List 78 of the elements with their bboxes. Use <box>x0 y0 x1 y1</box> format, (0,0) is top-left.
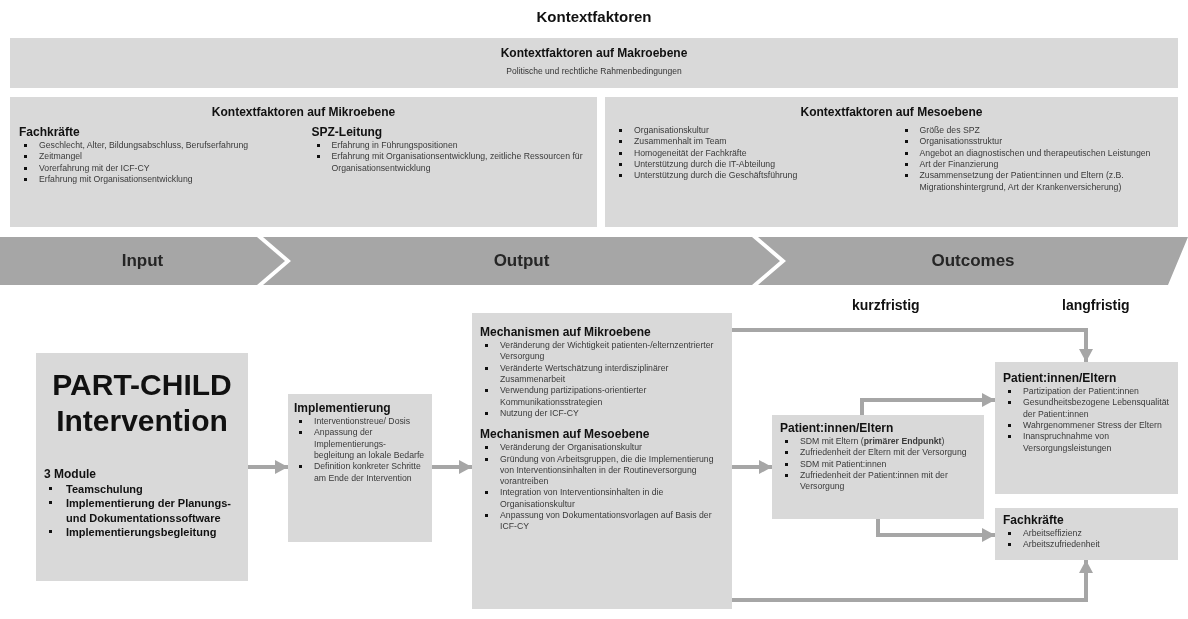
bullet-item: Erfahrung mit Organisationsentwicklung <box>19 173 296 186</box>
stage-label: Output <box>493 251 550 271</box>
content-box <box>995 362 1178 494</box>
content-box <box>995 508 1178 560</box>
chevron-band <box>0 237 285 285</box>
arrow <box>432 460 472 474</box>
bullet-item: Definition konkreter Schritte am Ende der Intervention <box>294 461 426 484</box>
bullet-item: Teamschulung <box>44 482 240 497</box>
bullet-item: Anpassung der Implementierungs-begleitung an lokale Bedarfe <box>294 427 426 462</box>
bullet-item: Größe des SPZ <box>899 125 1169 137</box>
bullet-item: Homogeneität der Fachkräfte <box>614 147 884 159</box>
bullet-item: Zufriedenheit der Patient:innen mit der Versorgung <box>780 469 976 493</box>
bullet-item: Arbeitszufriedenheit <box>1003 539 1170 551</box>
bullet-item: Zusammensetzung der Patient:innen und Eltern (z.B. Migrationshintergrund, Art der Krankenversicherung) <box>899 170 1169 193</box>
bullet-item: Nutzung der ICF-CY <box>480 407 724 420</box>
bullet-item: Angebot an diagnostischen und therapeutischen Leistungen <box>899 147 1169 159</box>
bullet-item: Implementierung der Planungs- und Dokumentationssoftware <box>44 496 240 525</box>
bullet-item: Erfahrung mit Organisationsentwicklung, zeitliche Ressourcen für Organisationsentwicklung <box>311 151 588 174</box>
bullet-item: Art der Finanzierung <box>899 158 1169 171</box>
arrow <box>732 560 1093 602</box>
chevron-band <box>758 237 1188 285</box>
intervention-title: PART-CHILD Intervention <box>51 367 233 439</box>
box-heading: Kontextfaktoren auf Mesoebene <box>800 105 983 119</box>
bullet-item: Erfahrung in Führungspositionen <box>311 140 588 152</box>
stage-label: Outcomes <box>931 251 1015 271</box>
bullet-item: Organisationskultur <box>614 125 884 137</box>
bullet-item: Veränderung der Wichtigkeit patienten-/elternzentrierter Versorgung <box>480 340 724 363</box>
bullet-item: SDM mit Patient:innen <box>780 458 976 470</box>
bullet-item: Implementierungsbegleitung <box>44 524 240 540</box>
section-heading: Mechanismen auf Mesoebene <box>480 427 650 442</box>
content-box <box>10 97 597 227</box>
diagram-title: Kontextfaktoren <box>536 8 652 25</box>
bullet-item: Arbeitseffizienz <box>1003 528 1170 540</box>
arrow <box>248 460 288 474</box>
bullet-item: Partizipation der Patient:innen <box>1003 386 1170 398</box>
content-box <box>36 353 248 581</box>
bullet-item: Gesundheitsbezogene Lebensqualität der Patient:innen <box>1003 397 1170 420</box>
bullet-item: Organisationsstruktur <box>899 136 1169 148</box>
content-box <box>772 415 984 519</box>
stage-label: Input <box>121 251 164 271</box>
bullet-item: Unterstützung durch die Geschäftsführung <box>614 170 884 182</box>
note-text: Politische und rechtliche Rahmenbedingungen <box>506 66 682 76</box>
timeframe-label: langfristig <box>1062 297 1130 313</box>
section-heading: SPZ-Leitung <box>311 125 383 139</box>
bullet-item: Inanspruchnahme von Versorgungsleistungen <box>1003 431 1170 454</box>
content-box <box>605 97 1178 227</box>
bullet-item: Integration von Interventionsinhalten in die Organisationskultur <box>480 487 724 511</box>
bullet-item: Veränderung der Organisationskultur <box>480 442 724 454</box>
section-heading: Patient:innen/Eltern <box>1003 371 1117 385</box>
bullet-item: Anpassung von Dokumentationsvorlagen auf Basis der ICF-CY <box>480 510 724 533</box>
bullet-item: Veränderte Wertschätzung interdisziplinärer Zusammenarbeit <box>480 362 724 386</box>
section-heading: 3 Module <box>44 467 96 481</box>
bullet-item: Vorerfahrung mit der ICF-CY <box>19 162 296 174</box>
section-heading: Patient:innen/Eltern <box>780 421 894 435</box>
section-heading: Mechanismen auf Mikroebene <box>480 325 651 339</box>
bullet-item: Zusammenhalt im Team <box>614 136 884 148</box>
timeframe-label: kurzfristig <box>852 297 920 313</box>
arrow <box>860 393 995 415</box>
content-box <box>10 38 1178 88</box>
box-heading: Kontextfaktoren auf Mikroebene <box>211 105 396 119</box>
bullet-item: Gründung von Arbeitsgruppen, die die Implementierung von Interventionsinhalten in der Routineversorgung vorantreiben <box>480 453 724 488</box>
bullet-item: Unterstützung durch die IT-Abteilung <box>614 158 884 171</box>
section-heading: Fachkräfte <box>19 125 80 139</box>
bullet-item: Zeitmangel <box>19 151 296 163</box>
arrow <box>732 460 772 474</box>
bullet-item: Zufriedenheit der Eltern mit der Versorgung <box>780 447 976 459</box>
section-heading: Implementierung <box>294 401 391 415</box>
arrow <box>876 519 995 542</box>
bullet-item: Verwendung partizipations-orientierter Kommunikationsstrategien <box>480 385 724 408</box>
arrow <box>732 328 1093 362</box>
bullet-item: Geschlecht, Alter, Bildungsabschluss, Berufserfahrung <box>19 140 296 152</box>
bullet-item: Wahrgenommener Stress der Eltern <box>1003 419 1170 432</box>
bullet-item: Interventionstreue/ Dosis <box>294 416 426 428</box>
section-heading: Fachkräfte <box>1003 513 1064 527</box>
content-box <box>472 313 732 609</box>
box-heading: Kontextfaktoren auf Makroebene <box>500 46 688 60</box>
content-box <box>288 394 432 542</box>
bullet-item: SDM mit Eltern (primärer Endpunkt) <box>780 436 976 448</box>
